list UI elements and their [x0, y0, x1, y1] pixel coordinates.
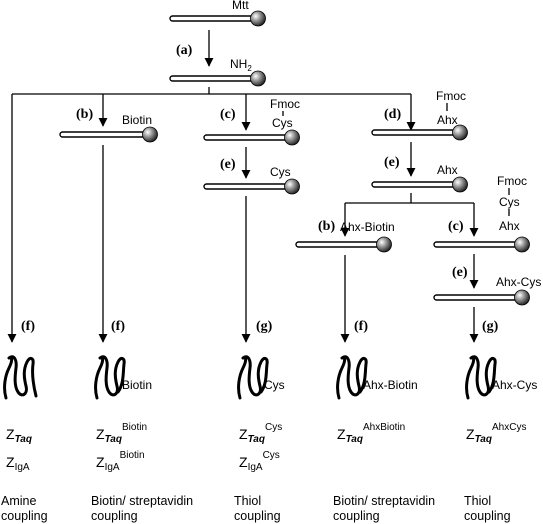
resin-ahx-biotin: Ahx-Biotin: [295, 220, 395, 253]
label-ahx-cys-resin: Ahx-Cys: [496, 275, 541, 289]
tag-col5: Ahx-Cys: [492, 378, 537, 392]
product-ztaq-col3: ZTaqCys: [239, 422, 282, 445]
label-ahx-col4a: Ahx: [437, 113, 458, 127]
affibody-col3: [237, 355, 269, 400]
step-f-col1: (f): [21, 319, 35, 334]
label-biotin: Biotin: [122, 113, 152, 127]
product-ztaq-col2: ZTaqBiotin: [96, 422, 147, 445]
step-g-col5: (g): [482, 319, 499, 334]
product-ziga-col2: ZIgABiotin: [96, 450, 145, 473]
label-ahx-col4b: Ahx: [437, 163, 458, 177]
coupling-col4-line2: coupling: [333, 509, 380, 523]
product-ziga-col1: ZIgA: [6, 454, 30, 473]
step-e-col3: (e): [220, 157, 236, 172]
tag-col3: Cys: [264, 378, 285, 392]
resin-mtt: Mtt: [169, 0, 266, 27]
affibody-col5: [465, 355, 497, 400]
coupling-col4: Biotin/ streptavidin coupling: [333, 494, 435, 524]
coupling-col1-line2: coupling: [1, 509, 48, 523]
coupling-col3: Thiol coupling: [234, 494, 281, 524]
step-c-col3: (c): [220, 107, 236, 122]
coupling-col4-line1: Biotin/ streptavidin: [333, 494, 436, 508]
step-b-col2: (b): [76, 107, 93, 122]
coupling-col1-line1: Amine: [1, 494, 37, 508]
label-cys-col3a: Cys: [272, 116, 293, 130]
step-f-col2: (f): [111, 319, 125, 334]
coupling-col5-line2: coupling: [464, 509, 511, 523]
label-ahx-biotin-resin: Ahx-Biotin: [340, 220, 395, 234]
resin-fmoc-cys-ahx: [433, 236, 530, 253]
product-ztaq-col5: ZTaqAhxCys: [466, 422, 526, 445]
coupling-col2-line1: Biotin/ streptavidin: [91, 494, 194, 508]
coupling-col1: Amine coupling: [1, 494, 48, 524]
resin-ahx: Ahx: [371, 163, 468, 193]
resin-nh2: NH2: [169, 57, 266, 87]
tag-col2: Biotin: [122, 378, 152, 392]
affibody-col4: [336, 355, 368, 400]
product-ziga-col3: ZIgACys: [239, 450, 280, 473]
resin-ahx-cys: Ahx-Cys: [433, 275, 541, 306]
tag-col4: Ahx-Biotin: [363, 378, 418, 392]
step-e-col4: (e): [384, 155, 400, 170]
resin-biotin: Biotin: [59, 113, 158, 143]
label-cys-col5: Cys: [499, 195, 520, 209]
coupling-col3-line1: Thiol: [234, 494, 262, 508]
step-g-col3: (g): [256, 319, 273, 334]
label-mtt: Mtt: [232, 0, 249, 12]
label-fmoc-col5: Fmoc: [497, 174, 527, 188]
step-b-col4: (b): [318, 219, 335, 234]
step-d-col4: (d): [384, 107, 401, 122]
resin-fmoc-cys: [203, 129, 300, 146]
resin-cys: Cys: [203, 165, 300, 195]
step-e-col5: (e): [452, 265, 468, 280]
resin-fmoc-ahx: [371, 124, 468, 141]
coupling-col5: Thiol coupling: [464, 494, 511, 524]
product-ztaq-col1: ZTaq: [6, 426, 32, 445]
coupling-col3-line2: coupling: [234, 509, 281, 523]
step-c-col5: (c): [448, 219, 464, 234]
coupling-col5-line1: Thiol: [464, 494, 492, 508]
label-cys-col3b: Cys: [270, 165, 291, 179]
affibody-col2: [94, 355, 126, 400]
label-fmoc-col3: Fmoc: [270, 97, 300, 111]
product-ztaq-col4: ZTaqAhxBiotin: [337, 422, 405, 445]
coupling-col2-line2: coupling: [91, 509, 138, 523]
label-fmoc-col4: Fmoc: [436, 89, 466, 103]
label-ahx-col5: Ahx: [499, 219, 520, 233]
affibody-shapes: [3, 355, 497, 400]
label-nh2: NH2: [230, 57, 252, 73]
step-a: (a): [176, 43, 193, 58]
step-f-col4: (f): [354, 319, 368, 334]
coupling-col2: Biotin/ streptavidin coupling: [91, 494, 193, 524]
affibody-col1: [3, 355, 38, 400]
